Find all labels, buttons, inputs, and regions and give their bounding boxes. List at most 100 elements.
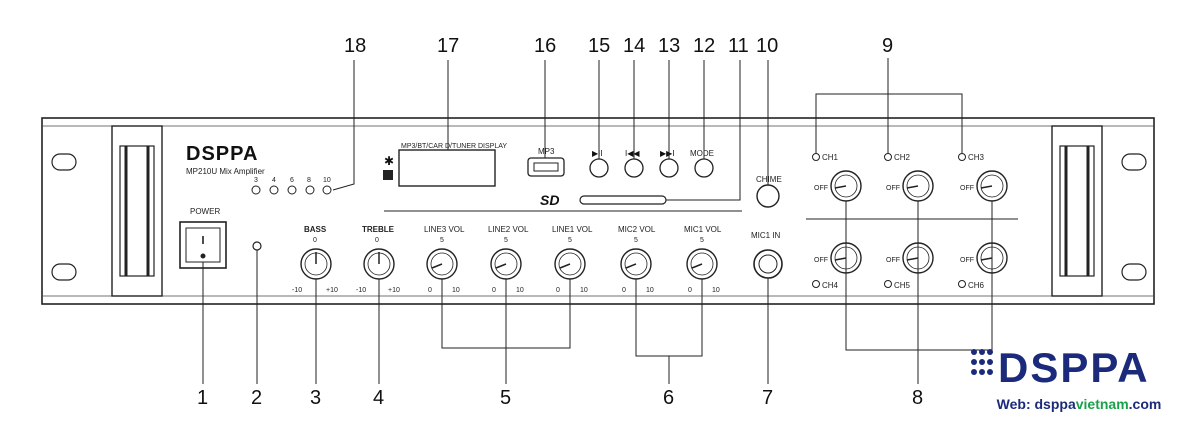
watermark: DSPPA Web: dsppavietnam.com — [968, 344, 1190, 420]
line3-vol-knob-group: LINE3 VOL 5 0 10 — [424, 225, 465, 294]
bluetooth-icon: ✱ — [384, 154, 394, 168]
led — [287, 185, 297, 195]
mic2-vol-min-label: 0 — [622, 287, 626, 294]
ch2-off-label: OFF — [886, 185, 900, 192]
web-suffix: .com — [1128, 396, 1162, 412]
chime-label: CHIME — [756, 175, 782, 184]
next-button[interactable] — [659, 158, 679, 178]
treble-mid-label: 0 — [375, 237, 379, 244]
panel-model-name: MP210U Mix Amplifier — [186, 167, 265, 176]
callout-9: 9 — [882, 35, 893, 57]
display-label: MP3/BT/CAR D/TUNER DISPLAY — [401, 143, 507, 150]
play-pause-icon: ▶II — [592, 149, 603, 158]
next-icon: ▶▶I — [660, 149, 675, 158]
usb-port[interactable] — [527, 157, 565, 177]
mic1-vol-mid-label: 5 — [700, 237, 704, 244]
line2-vol-max-label: 10 — [516, 287, 524, 294]
mic1-vol-max-label: 10 — [712, 287, 720, 294]
previous-icon: I◀◀ — [625, 149, 640, 158]
chassis-outline — [41, 117, 1155, 305]
knob-row: BASS 0 -10 +10 TREBLE 0 -10 +10 LINE3 VO… — [292, 225, 722, 294]
bass-knob-group: BASS 0 -10 +10 — [292, 225, 338, 294]
callout-4: 4 — [373, 387, 384, 409]
sd-card-slot[interactable] — [579, 195, 667, 205]
line2-vol-label: LINE2 VOL — [488, 225, 529, 234]
ch1-label: CH1 — [822, 153, 839, 162]
treble-min-label: -10 — [356, 287, 366, 294]
bass-label: BASS — [304, 225, 327, 234]
dsppa-logo: DSPPA — [971, 344, 1150, 388]
led-level-indicator: 3 4 6 8 10 — [251, 177, 332, 195]
line1-vol-max-label: 10 — [580, 287, 588, 294]
led-scale-label: 6 — [290, 177, 294, 184]
line3-vol-mid-label: 5 — [440, 237, 444, 244]
line3-vol-min-label: 0 — [428, 287, 432, 294]
ch3-label: CH3 — [968, 153, 985, 162]
led — [322, 185, 332, 195]
line2-vol-min-label: 0 — [492, 287, 496, 294]
panel-brand-logo: DSPPA — [186, 143, 258, 165]
ch5-off-label: OFF — [886, 257, 900, 264]
ch3-off-label: OFF — [960, 185, 974, 192]
line1-vol-mid-label: 5 — [568, 237, 572, 244]
mic1-input-jack[interactable] — [753, 249, 783, 279]
handle-left — [111, 125, 163, 297]
mic2-vol-mid-label: 5 — [634, 237, 638, 244]
power-led — [252, 241, 262, 251]
mic1-in-label: MIC1 IN — [751, 231, 781, 240]
callout-16: 16 — [534, 35, 556, 57]
callout-14: 14 — [623, 35, 645, 57]
callout-2: 2 — [251, 387, 262, 409]
power-label: POWER — [190, 207, 220, 216]
ch1-off-label: OFF — [814, 185, 828, 192]
line1-vol-min-label: 0 — [556, 287, 560, 294]
mic2-vol-max-label: 10 — [646, 287, 654, 294]
mp3-label: MP3 — [538, 147, 555, 156]
play-pause-button[interactable] — [589, 158, 609, 178]
callout-1: 1 — [197, 387, 208, 409]
callout-12: 12 — [693, 35, 715, 57]
callout-6: 6 — [663, 387, 674, 409]
bass-mid-label: 0 — [313, 237, 317, 244]
line3-vol-max-label: 10 — [452, 287, 460, 294]
rack-slot-right-bottom — [1121, 263, 1147, 281]
ir-sensor — [383, 170, 393, 180]
callout-5: 5 — [500, 387, 511, 409]
rack-slot-left-bottom — [51, 263, 77, 281]
previous-button[interactable] — [624, 158, 644, 178]
line3-vol-label: LINE3 VOL — [424, 225, 465, 234]
led — [305, 185, 315, 195]
watermark-logo-text: DSPPA — [998, 344, 1150, 388]
ch4-off-label: OFF — [814, 257, 828, 264]
ch6-label: CH6 — [968, 281, 985, 290]
led — [269, 185, 279, 195]
handle-right — [1051, 125, 1103, 297]
line1-vol-label: LINE1 VOL — [552, 225, 593, 234]
led-scale-label: 10 — [323, 177, 331, 184]
treble-label: TREBLE — [362, 225, 395, 234]
ch6-off-label: OFF — [960, 257, 974, 264]
ch5-label: CH5 — [894, 281, 911, 290]
callout-13: 13 — [658, 35, 680, 57]
leader-lines — [202, 58, 993, 384]
callout-10: 10 — [756, 35, 778, 57]
zone-channels: CH1 OFF CH2 OFF CH3 OFF OFF CH4 OFF CH5 … — [806, 153, 1018, 290]
chime-button[interactable] — [756, 184, 780, 208]
led-scale-label: 8 — [307, 177, 311, 184]
led — [251, 185, 261, 195]
mode-button[interactable] — [694, 158, 714, 178]
mic2-vol-knob-group: MIC2 VOL 5 0 10 — [618, 225, 656, 294]
treble-knob-group: TREBLE 0 -10 +10 — [356, 225, 400, 294]
callout-3: 3 — [310, 387, 321, 409]
callout-7: 7 — [762, 387, 773, 409]
lcd-display — [398, 149, 496, 187]
led-scale-label: 4 — [272, 177, 276, 184]
power-switch[interactable] — [179, 221, 227, 269]
sd-logo-icon: SD — [540, 192, 559, 208]
mic1-vol-min-label: 0 — [688, 287, 692, 294]
callout-17: 17 — [437, 35, 459, 57]
line2-vol-knob-group: LINE2 VOL 5 0 10 — [488, 225, 529, 294]
callout-11: 11 — [728, 35, 749, 57]
bass-min-label: -10 — [292, 287, 302, 294]
